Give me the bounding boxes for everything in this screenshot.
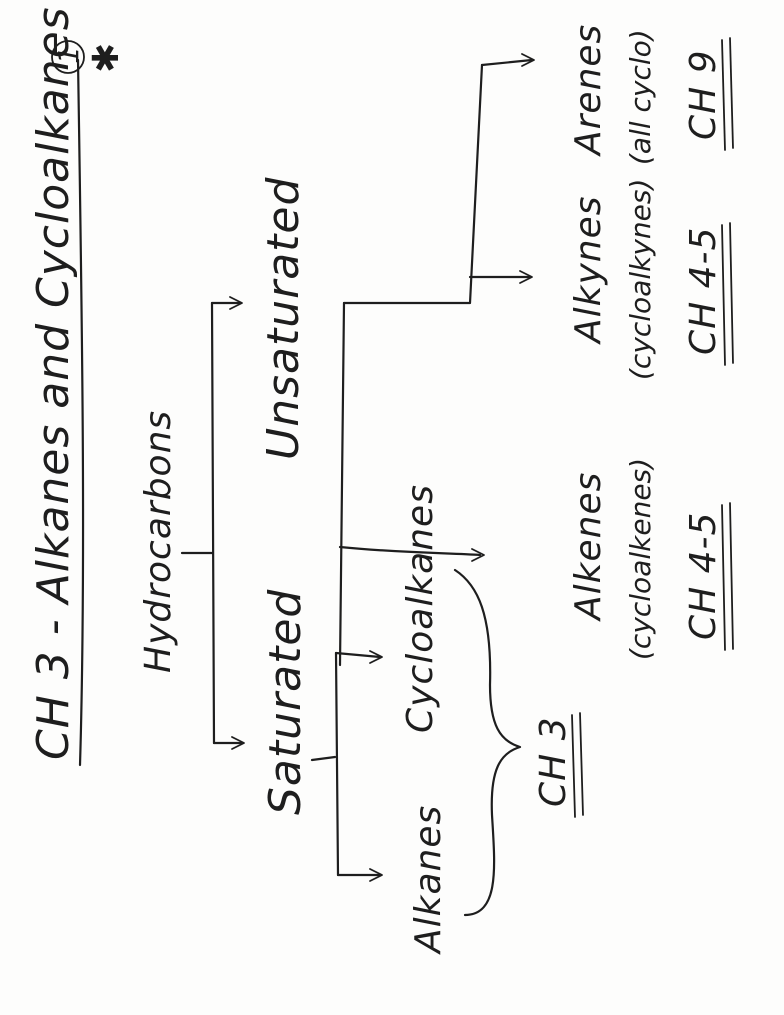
- node-alkenes: Alkenes: [568, 472, 609, 622]
- node-arenes: Arenes: [568, 24, 609, 157]
- chapter-alkynes: CH 4-5: [683, 227, 724, 355]
- chapter-saturated-underline-2: [580, 713, 583, 815]
- node-hydrocarbons: Hydrocarbons: [138, 410, 179, 673]
- chapter-arenes: CH 9: [683, 49, 724, 140]
- chapter-alkenes: CH 4-5: [683, 512, 724, 640]
- chapter-arenes-underline-2: [730, 38, 733, 148]
- node-alkynes: Alkynes: [568, 195, 609, 345]
- node-cycloalkanes: Cycloalkanes: [400, 484, 441, 733]
- node-saturated: Saturated: [260, 589, 311, 815]
- connector-unsaturated-upper: [344, 65, 482, 303]
- node-alkynes-sub: (cycloalkynes): [624, 179, 657, 380]
- connector-saturated-stem: [312, 757, 335, 760]
- node-arenes-sub: (all cyclo): [624, 29, 657, 165]
- page-title: CH 3 - Alkanes and Cycloalkanes: [28, 6, 79, 760]
- chapter-alkynes-underline-2: [730, 223, 733, 363]
- node-unsaturated: Unsaturated: [258, 177, 309, 460]
- brace-saturated-group: [455, 570, 520, 915]
- chapter-alkenes-underline-2: [730, 503, 733, 649]
- chapter-saturated: CH 3: [533, 716, 574, 807]
- node-alkenes-sub: (cycloalkenes): [624, 458, 657, 660]
- page-number: 1: [52, 46, 85, 64]
- star-icon: ✱: [86, 42, 127, 73]
- connector-unsaturated-vertical: [340, 303, 344, 665]
- connector-saturated-branch: [336, 653, 338, 875]
- connector-root-branch: [212, 303, 214, 743]
- node-alkanes: Alkanes: [408, 805, 449, 955]
